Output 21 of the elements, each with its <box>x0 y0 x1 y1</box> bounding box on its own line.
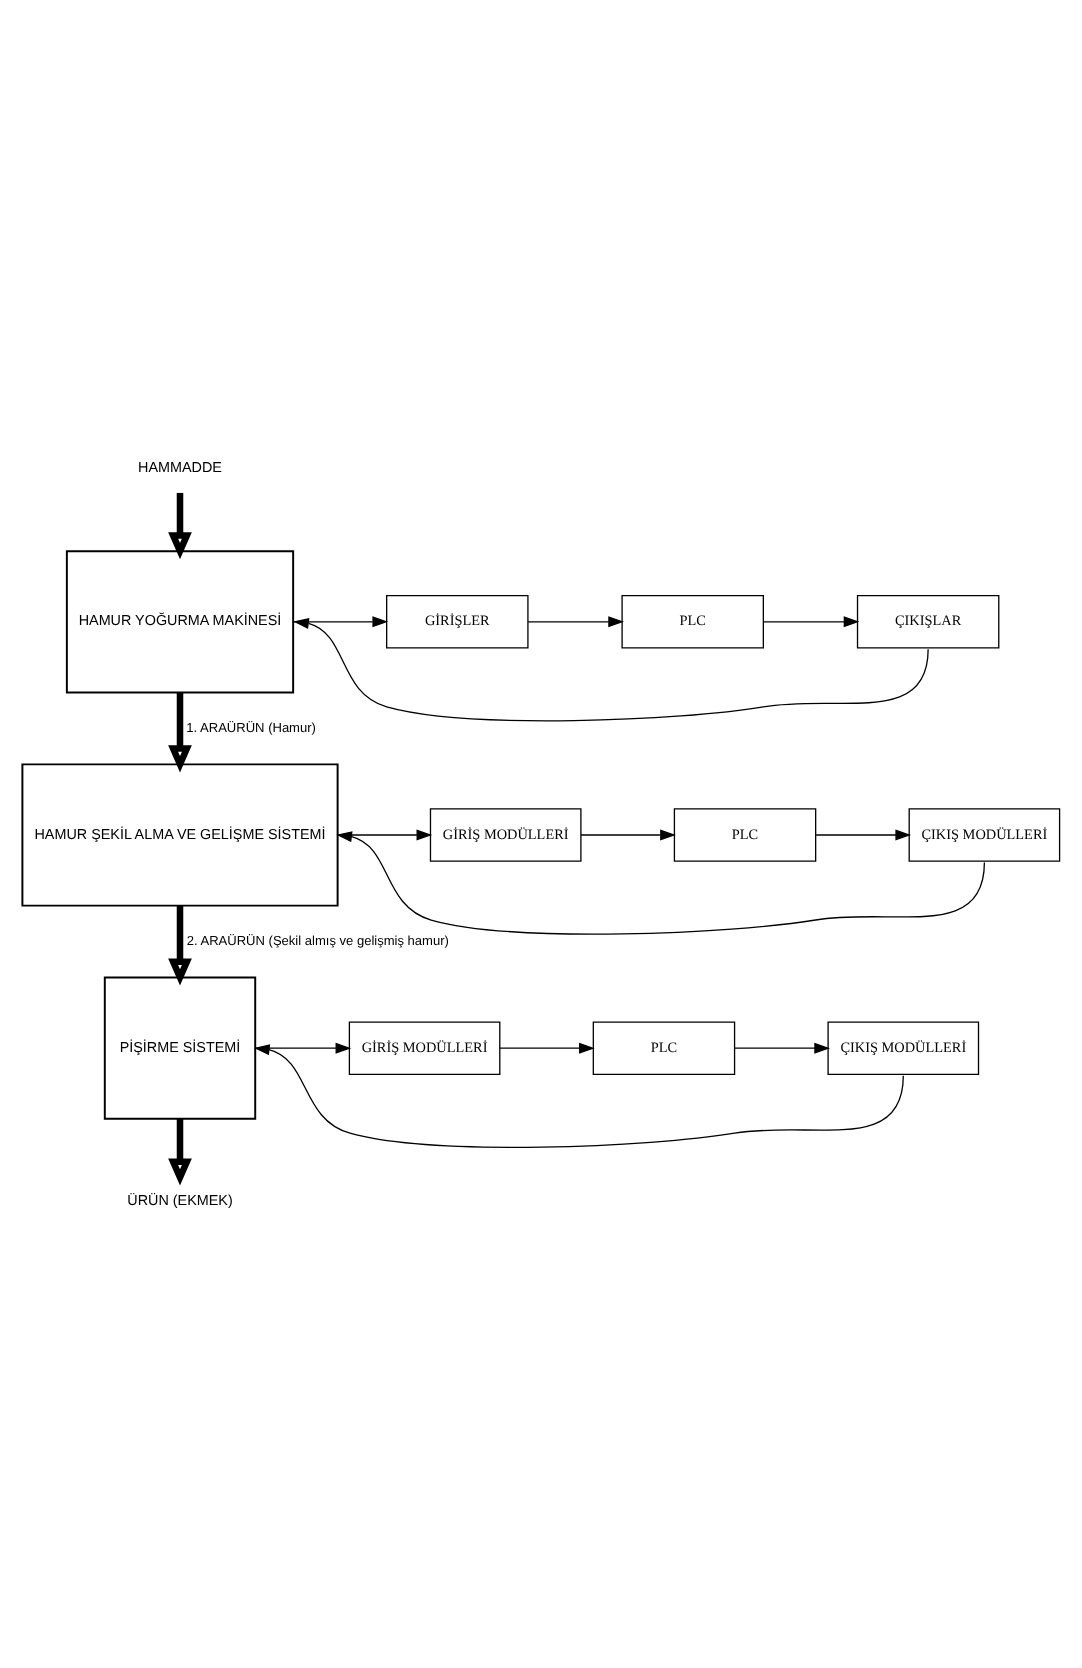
arrow <box>336 830 986 934</box>
node-box: PİŞİRME SİSTEMİ <box>103 975 257 1119</box>
arrow <box>253 1043 904 1147</box>
arrow <box>168 1118 192 1185</box>
node-text: ÜRÜN (EKMEK) <box>127 1189 233 1208</box>
arrow <box>337 828 433 840</box>
arrow <box>293 617 929 721</box>
arrow <box>292 615 389 627</box>
arrow <box>762 615 860 627</box>
arrow <box>580 828 676 840</box>
arrow <box>254 1041 352 1053</box>
arrow <box>499 1041 595 1053</box>
node-text: HAMMADDE <box>138 457 222 476</box>
arrow <box>734 1041 830 1053</box>
arrow <box>815 828 912 840</box>
arrow <box>527 615 624 627</box>
node-box: HAMUR ŞEKİL ALMA VE GELİŞME SİSTEMİ <box>21 762 339 906</box>
arrow <box>168 904 192 985</box>
arrow <box>168 691 192 772</box>
arrow <box>168 491 192 559</box>
node-box: HAMUR YOĞURMA MAKİNESİ <box>65 549 295 693</box>
